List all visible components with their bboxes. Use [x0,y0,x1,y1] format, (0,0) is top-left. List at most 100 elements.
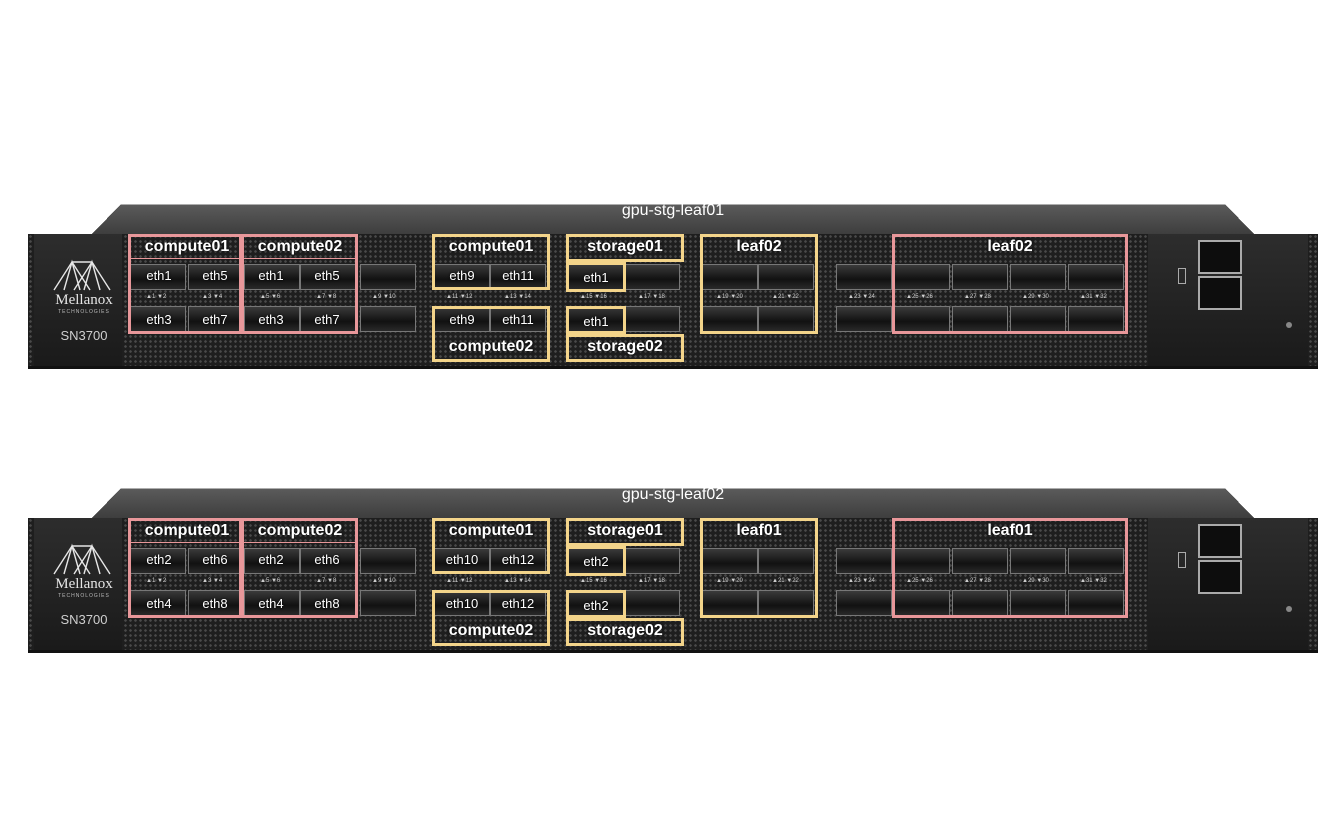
port-number: ▲21 ▼22 [772,294,799,300]
qsfp-port [1010,590,1066,616]
eth-label: eth2 [583,554,609,569]
brand-plate: Mellanox TECHNOLOGIES SN3700 [34,518,122,650]
eth-label: eth8 [202,596,228,611]
switch-gpu-stg-leaf01: gpu-stg-leaf01 Mellanox TECHNOLOGIES SN3… [28,180,1318,380]
qsfp-port [130,264,186,290]
management-plate [1148,234,1308,366]
eth-label: eth1 [146,268,172,283]
group-box-leaf-right [892,234,1128,334]
qsfp-port [130,548,186,574]
port-number: ▲1 ▼2 [146,578,167,584]
group-box-compute01-mid [432,234,550,290]
eth-label: eth4 [146,596,172,611]
model-number: SN3700 [60,328,108,343]
brand-subtitle: TECHNOLOGIES [58,593,110,599]
switch-hostname: gpu-stg-leaf02 [621,486,725,503]
port-number: ▲15 ▼16 [580,294,607,300]
group-label-leaf-right: leaf02 [987,238,1033,255]
port-number: ▲7 ▼8 [316,578,337,584]
qsfp-port [836,264,892,290]
group-label-compute02: compute02 [257,522,343,539]
group-label-leaf-mid: leaf02 [736,238,782,255]
eth-label: eth2 [583,598,609,613]
group-box-storage02-port [566,590,626,618]
eth-label: eth5 [202,268,228,283]
group-box-compute01-mid [432,518,550,574]
eth-label: eth3 [146,312,172,327]
group-box-storage01-port [566,262,626,292]
group-box-leaf-mid [700,518,818,618]
port-number: ▲3 ▼4 [202,578,223,584]
qsfp-port [624,590,680,616]
eth-label: eth7 [314,312,340,327]
eth-label: eth1 [583,314,609,329]
qsfp-port [758,264,814,290]
qsfp-port [490,548,546,574]
front-panel: Mellanox TECHNOLOGIES SN3700 [28,234,1318,369]
qsfp-port [188,548,244,574]
eth-label: eth9 [449,268,475,283]
qsfp-port [434,306,490,332]
group-box-compute02-mid [432,306,550,362]
switch-gpu-stg-leaf02: gpu-stg-leaf02 Mellanox TECHNOLOGIES SN3… [28,464,1318,664]
port-number: ▲31 ▼32 [1080,578,1107,584]
group-label-storage01: storage01 [587,522,663,539]
group-box-leaf-right [892,518,1128,618]
qsfp-port [952,264,1008,290]
port-number: ▲23 ▼24 [848,294,875,300]
group-label-compute02: compute02 [257,238,343,255]
mgmt-port-icon [1198,524,1242,558]
qsfp-port [1068,548,1124,574]
qsfp-port [758,306,814,332]
group-box-storage01 [566,518,684,546]
mgmt-port-icon [1198,240,1242,274]
eth-label: eth6 [202,552,228,567]
qsfp-port [244,590,300,616]
port-number: ▲11 ▼12 [446,294,473,300]
qsfp-port [434,590,490,616]
brand-name: Mellanox [55,576,113,592]
qsfp-port [836,548,892,574]
eth-label: eth9 [449,312,475,327]
eth-label: eth12 [501,596,535,611]
group-box-compute01 [128,234,242,334]
switch-hostname: gpu-stg-leaf01 [621,202,725,219]
qsfp-port [300,306,356,332]
group-box-storage02 [566,334,684,362]
port-number: ▲29 ▼30 [1022,294,1049,300]
brand-plate: Mellanox TECHNOLOGIES SN3700 [34,234,122,366]
brand-name: Mellanox [55,292,113,308]
qsfp-port [244,264,300,290]
port-number: ▲9 ▼10 [372,578,396,584]
port-number: ▲3 ▼4 [202,294,223,300]
eth-label: eth8 [314,596,340,611]
eth-label: eth4 [258,596,284,611]
port-number: ▲31 ▼32 [1080,294,1107,300]
qsfp-port [758,548,814,574]
qsfp-port [702,548,758,574]
group-label-leaf-mid: leaf01 [736,522,782,539]
usb-port-icon [1178,552,1186,568]
qsfp-port [300,264,356,290]
port-number: ▲9 ▼10 [372,294,396,300]
group-box-compute02 [241,518,358,618]
group-label-storage01: storage01 [587,238,663,255]
qsfp-port [360,306,416,332]
qsfp-port [360,590,416,616]
usb-port-icon [1178,268,1186,284]
power-led-icon [1286,606,1292,612]
qsfp-port [624,306,680,332]
management-plate [1148,518,1308,650]
qsfp-port [1068,264,1124,290]
port-number: ▲17 ▼18 [638,578,665,584]
eth-label: eth6 [314,552,340,567]
eth-label: eth2 [146,552,172,567]
group-label-compute01: compute01 [144,522,230,539]
port-number: ▲21 ▼22 [772,578,799,584]
port-number: ▲5 ▼6 [260,578,281,584]
qsfp-port [952,590,1008,616]
group-box-storage02 [566,618,684,646]
group-box-leaf-mid [700,234,818,334]
eth-label: eth7 [202,312,228,327]
group-box-storage01-port [566,546,626,576]
